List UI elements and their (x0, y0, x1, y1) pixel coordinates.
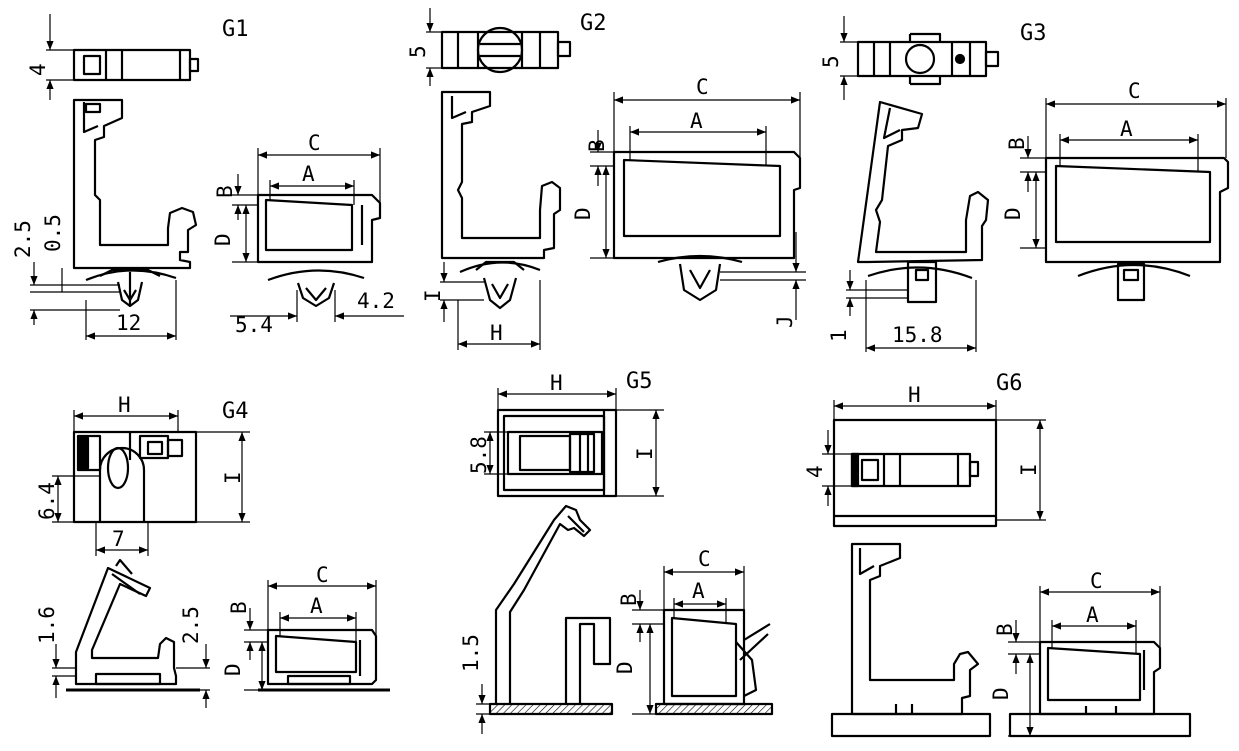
g3-top-view (856, 32, 1000, 86)
g1-front-section (256, 193, 382, 308)
g1-dim-0-5: 0.5 (41, 214, 65, 252)
g3-dim-15-8: 15.8 (892, 323, 943, 347)
g4-dim-b: B (227, 601, 251, 614)
g5-dim-b: B (617, 593, 641, 606)
group-g3: G3 5 (819, 16, 1230, 352)
group-g2: G2 5 (406, 8, 806, 350)
g2-dim-c: C (696, 75, 709, 99)
group-g4: G4 H I (35, 393, 390, 708)
g4-front-section (258, 628, 390, 692)
g6-front-section (1008, 640, 1192, 738)
g2-dim-j: J (773, 315, 797, 328)
g6-dim-b: B (993, 623, 1017, 636)
g2-dim-i: I (421, 289, 445, 302)
g2-dim-d: D (571, 207, 595, 220)
g6-dim-c: C (1090, 569, 1103, 593)
g4-dim-7: 7 (112, 527, 125, 551)
g5-dim-a: A (692, 579, 705, 603)
g4-dim-i: I (221, 471, 245, 484)
g5-dim-h: H (550, 371, 563, 395)
g5-label: G5 (626, 369, 653, 394)
g1-dim-4: 4 (26, 63, 50, 76)
g5-top-view (496, 408, 618, 498)
g5-dim-i: I (633, 447, 657, 460)
g3-dim-c: C (1128, 79, 1141, 103)
g5-side-profile (488, 504, 614, 716)
g4-dim-c: C (316, 563, 329, 587)
g3-front-section (1044, 156, 1230, 302)
g1-label: G1 (222, 17, 249, 42)
g4-dim-d: D (221, 663, 245, 676)
g1-top-view (72, 48, 200, 82)
g4-dim-1-6: 1.6 (35, 606, 59, 644)
g5-dim-5-8: 5.8 (467, 436, 491, 474)
g3-dim-5: 5 (819, 55, 843, 68)
g5-dim-d: D (613, 661, 637, 674)
g1-side-profile (72, 98, 198, 308)
g1-dim-4-2: 4.2 (357, 289, 395, 313)
g3-dim-d: D (1001, 207, 1025, 220)
g1-dim-b: B (213, 185, 237, 198)
g6-dim-4: 4 (803, 465, 827, 478)
g2-dim-b: B (585, 139, 609, 152)
g2-label: G2 (580, 11, 607, 36)
g1-dim-2-5: 2.5 (11, 220, 35, 258)
group-g6: G6 H I 4 (803, 371, 1192, 738)
g3-label: G3 (1020, 21, 1047, 46)
g1-dim-a: A (302, 162, 315, 186)
g5-dim-1-5: 1.5 (459, 634, 483, 672)
g5-dim-c: C (698, 547, 711, 571)
g2-side-profile (440, 90, 562, 310)
g6-dim-d: D (989, 687, 1013, 700)
g2-dim-a: A (690, 109, 703, 133)
g3-dim-b: B (1005, 137, 1029, 150)
g6-dim-a: A (1086, 603, 1099, 627)
g6-dim-i: I (1017, 463, 1041, 476)
g1-dim-5-4: 5.4 (235, 313, 273, 337)
g4-dim-a: A (310, 594, 323, 618)
g3-side-profile (856, 100, 990, 304)
g4-dim-6-4: 6.4 (35, 482, 59, 520)
g1-dim-12: 12 (116, 311, 141, 335)
g6-label: G6 (996, 371, 1023, 396)
g1-dim-d: D (211, 233, 235, 246)
g6-side-profile (830, 542, 992, 738)
g4-label: G4 (222, 399, 249, 424)
g2-dim-5: 5 (406, 45, 430, 58)
g4-top-view (72, 430, 198, 524)
g5-front-section (654, 608, 774, 716)
g3-dim-1: 1 (827, 329, 851, 342)
g2-dim-h: H (490, 321, 503, 345)
g4-dim-2-5: 2.5 (179, 606, 203, 644)
g3-dim-a: A (1120, 117, 1133, 141)
g2-front-section (612, 150, 802, 302)
g4-dim-h: H (118, 393, 131, 417)
g1-dim-c: C (308, 131, 321, 155)
g2-top-view (440, 26, 572, 74)
g6-top-view (832, 418, 998, 528)
group-g1: G1 4 (11, 14, 404, 340)
g6-dim-h: H (908, 383, 921, 407)
group-g5: G5 H I 5.8 (459, 369, 774, 734)
